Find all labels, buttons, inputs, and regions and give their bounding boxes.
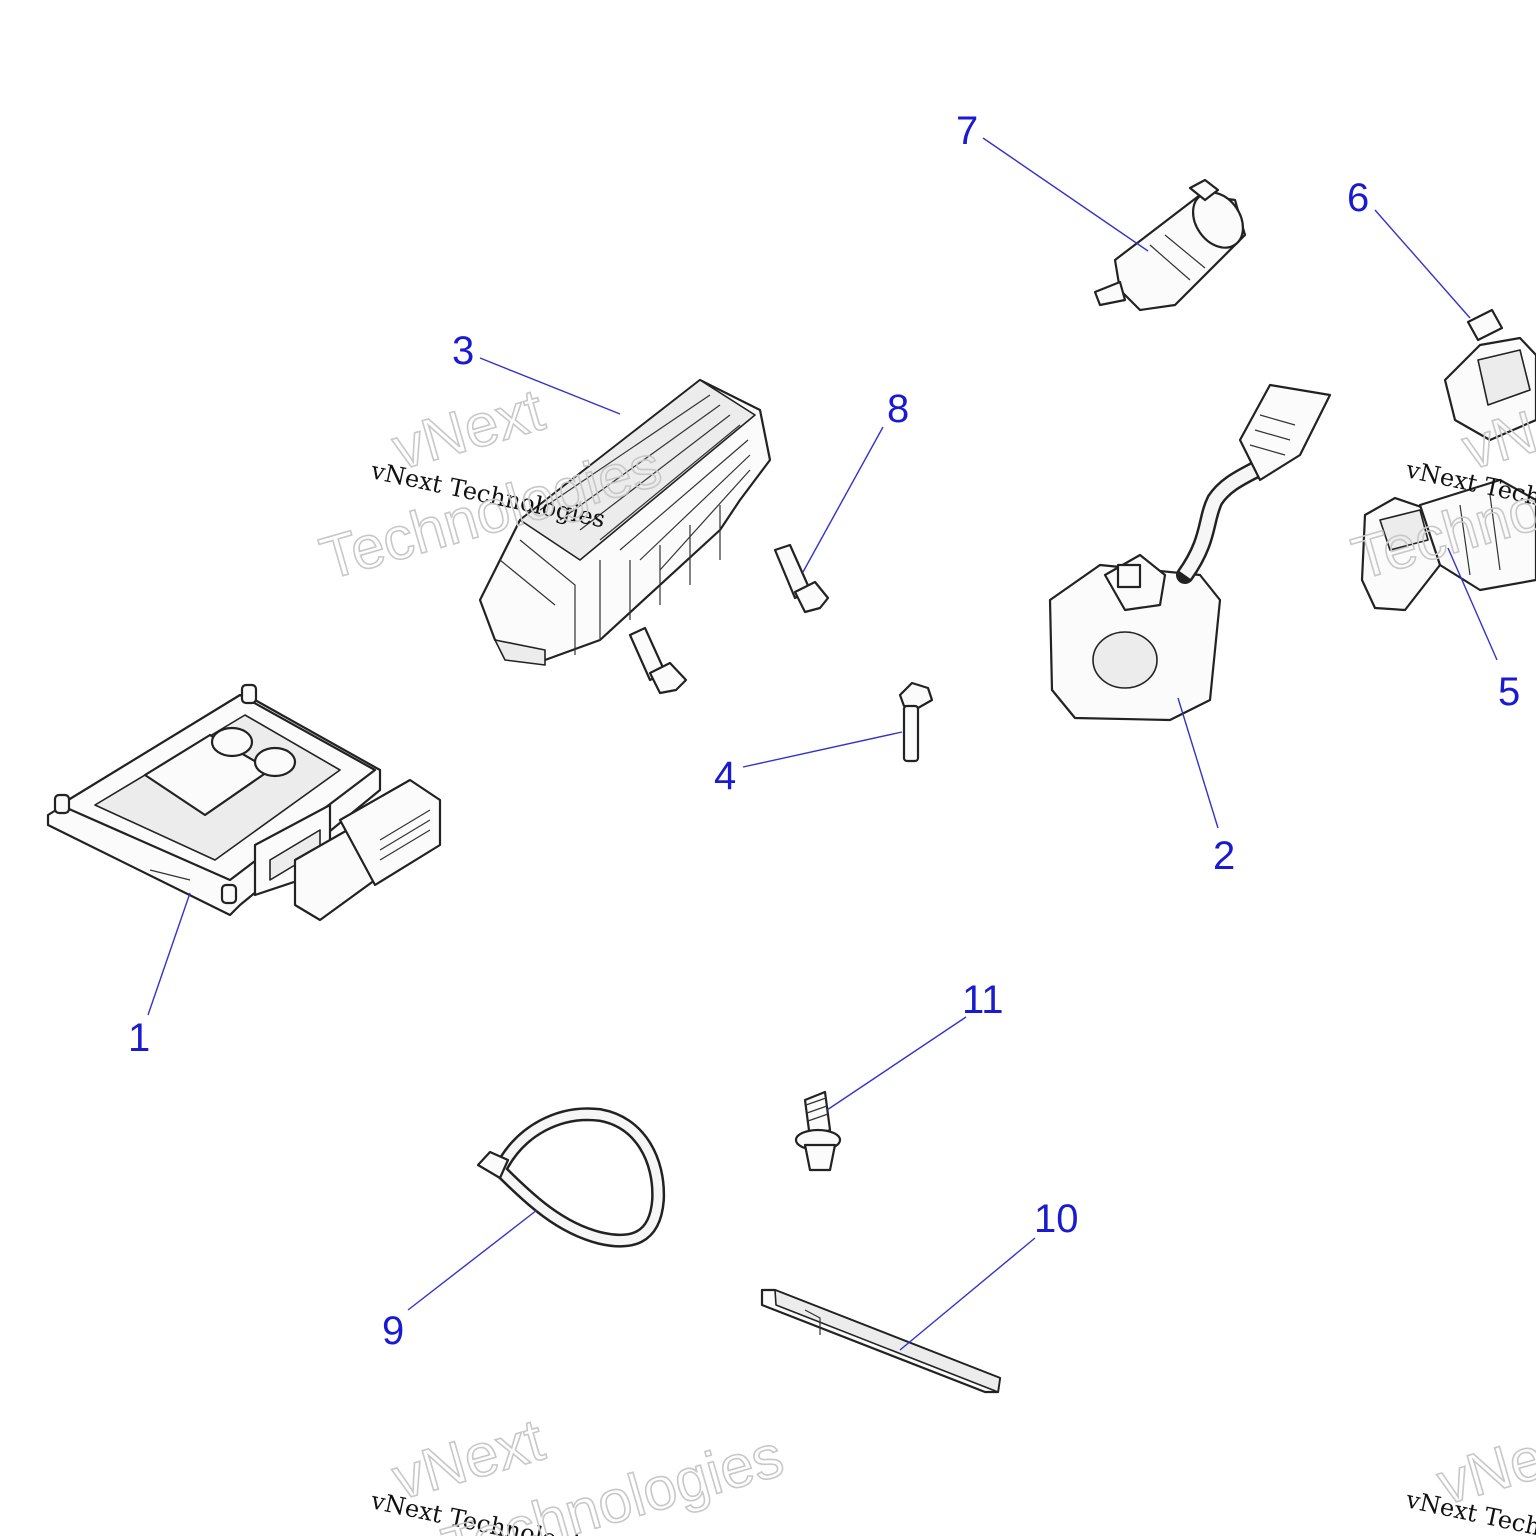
leader-9 (407, 1209, 538, 1311)
part-ignition-switch-5 (1360, 478, 1536, 612)
leader-6 (1374, 209, 1471, 319)
callout-4: 4 (714, 754, 736, 798)
part-regulator-heatsink (478, 378, 772, 666)
leader-5 (1447, 547, 1498, 661)
callout-11: 11 (962, 978, 1004, 1022)
part-bolt-4 (898, 681, 934, 763)
leader-lines (147, 137, 1498, 1351)
callout-3: 3 (452, 329, 474, 373)
callout-1: 1 (128, 1016, 150, 1060)
leader-2 (1177, 697, 1219, 829)
callout-7: 7 (956, 109, 978, 153)
callout-9: 9 (382, 1309, 404, 1353)
leader-7 (982, 137, 1149, 252)
part-push-clip-11 (794, 1090, 842, 1172)
callout-6: 6 (1347, 176, 1369, 220)
part-ecu-module (46, 683, 442, 922)
leader-4 (742, 731, 903, 768)
part-bolt-8 (628, 543, 830, 695)
watermark-bottom-right: vNext Technologies vNext (1403, 1410, 1536, 1536)
part-column-switch-2 (1048, 383, 1332, 722)
leader-8 (802, 426, 884, 573)
callout-5: 5 (1498, 670, 1520, 714)
part-foam-strip-10 (760, 1288, 1002, 1394)
leader-10 (899, 1237, 1036, 1351)
leader-11 (826, 1016, 967, 1111)
leader-3 (479, 357, 621, 415)
part-cable-tie-9 (476, 1107, 666, 1248)
callout-2: 2 (1213, 834, 1235, 878)
callout-10: 10 (1034, 1197, 1079, 1241)
watermark-big-line1: vNext (1430, 1411, 1536, 1518)
watermark-bottom-left: vNext Technologies vNext Technologies (368, 1405, 791, 1536)
callout-8: 8 (887, 387, 909, 431)
leader-1 (147, 892, 191, 1016)
callout-labels: 1 2 3 4 5 6 7 8 9 10 11 (128, 109, 1520, 1353)
part-connector-6 (1443, 308, 1536, 442)
part-actuator-7 (1093, 178, 1247, 312)
